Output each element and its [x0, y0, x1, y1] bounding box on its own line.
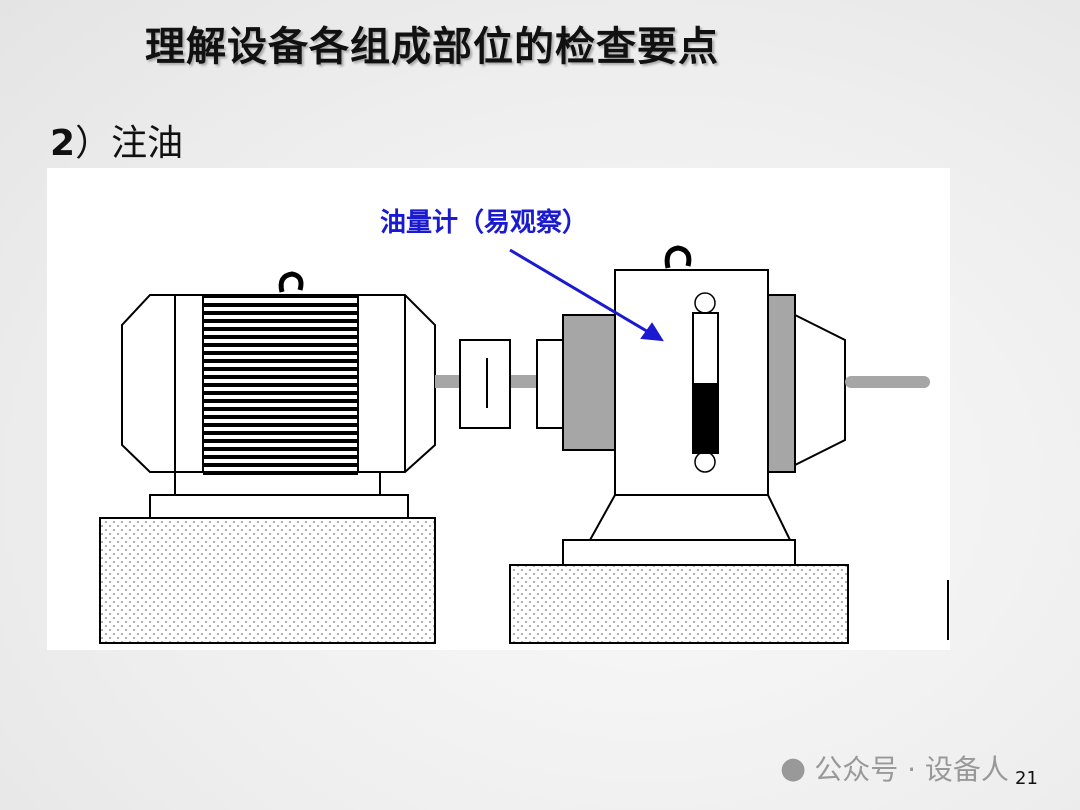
cooling-fin — [203, 335, 358, 339]
arrowhead-icon — [640, 322, 664, 342]
cooling-fin — [203, 367, 358, 371]
slide-title: 理解设备各组成部位的检查要点 — [145, 24, 719, 70]
cooling-fin — [203, 343, 358, 347]
watermark-text: 公众号 · 设备人 — [814, 753, 1009, 786]
lifting-eye-icon — [278, 271, 304, 293]
cooling-fin — [203, 415, 358, 419]
cooling-fin — [203, 431, 358, 435]
cooling-fin — [203, 359, 358, 363]
cooling-fin — [203, 311, 358, 315]
cooling-fin — [203, 463, 358, 467]
section-paren: ） — [75, 123, 112, 164]
gearbox — [614, 269, 769, 496]
callout-arrow — [509, 248, 651, 335]
cooling-fin — [203, 447, 358, 451]
oil-level-fill — [694, 383, 717, 453]
cooling-fin — [203, 439, 358, 443]
oil-gauge-callout: 油量计（易观察） — [380, 208, 589, 238]
cooling-fin — [203, 327, 358, 331]
cooling-fin — [203, 351, 358, 355]
cooling-fin — [203, 319, 358, 323]
wechat-icon: ● — [780, 750, 807, 786]
cooling-fin — [203, 455, 358, 459]
cooling-fin — [203, 375, 358, 379]
section-number: 2 — [50, 123, 76, 164]
cooling-fin — [203, 471, 358, 475]
watermark: ●公众号 · 设备人 — [780, 748, 1009, 788]
cooling-fin — [203, 423, 358, 427]
section-label: 注油 — [111, 123, 184, 164]
lifting-eye-icon — [664, 245, 692, 269]
gearbox-foundation — [509, 564, 849, 644]
cooling-fin — [203, 391, 358, 395]
page-number: 21 — [1015, 768, 1038, 789]
cooling-fin — [203, 399, 358, 403]
section-heading: 2）注油 — [50, 124, 183, 164]
cooling-fin — [203, 383, 358, 387]
motor — [99, 271, 436, 644]
cooling-fin — [203, 407, 358, 411]
motor-gearbox-diagram: 油量计（易观察） — [47, 168, 950, 650]
motor-foundation — [99, 517, 436, 644]
cooling-fin — [203, 303, 358, 307]
coupling — [459, 339, 511, 429]
